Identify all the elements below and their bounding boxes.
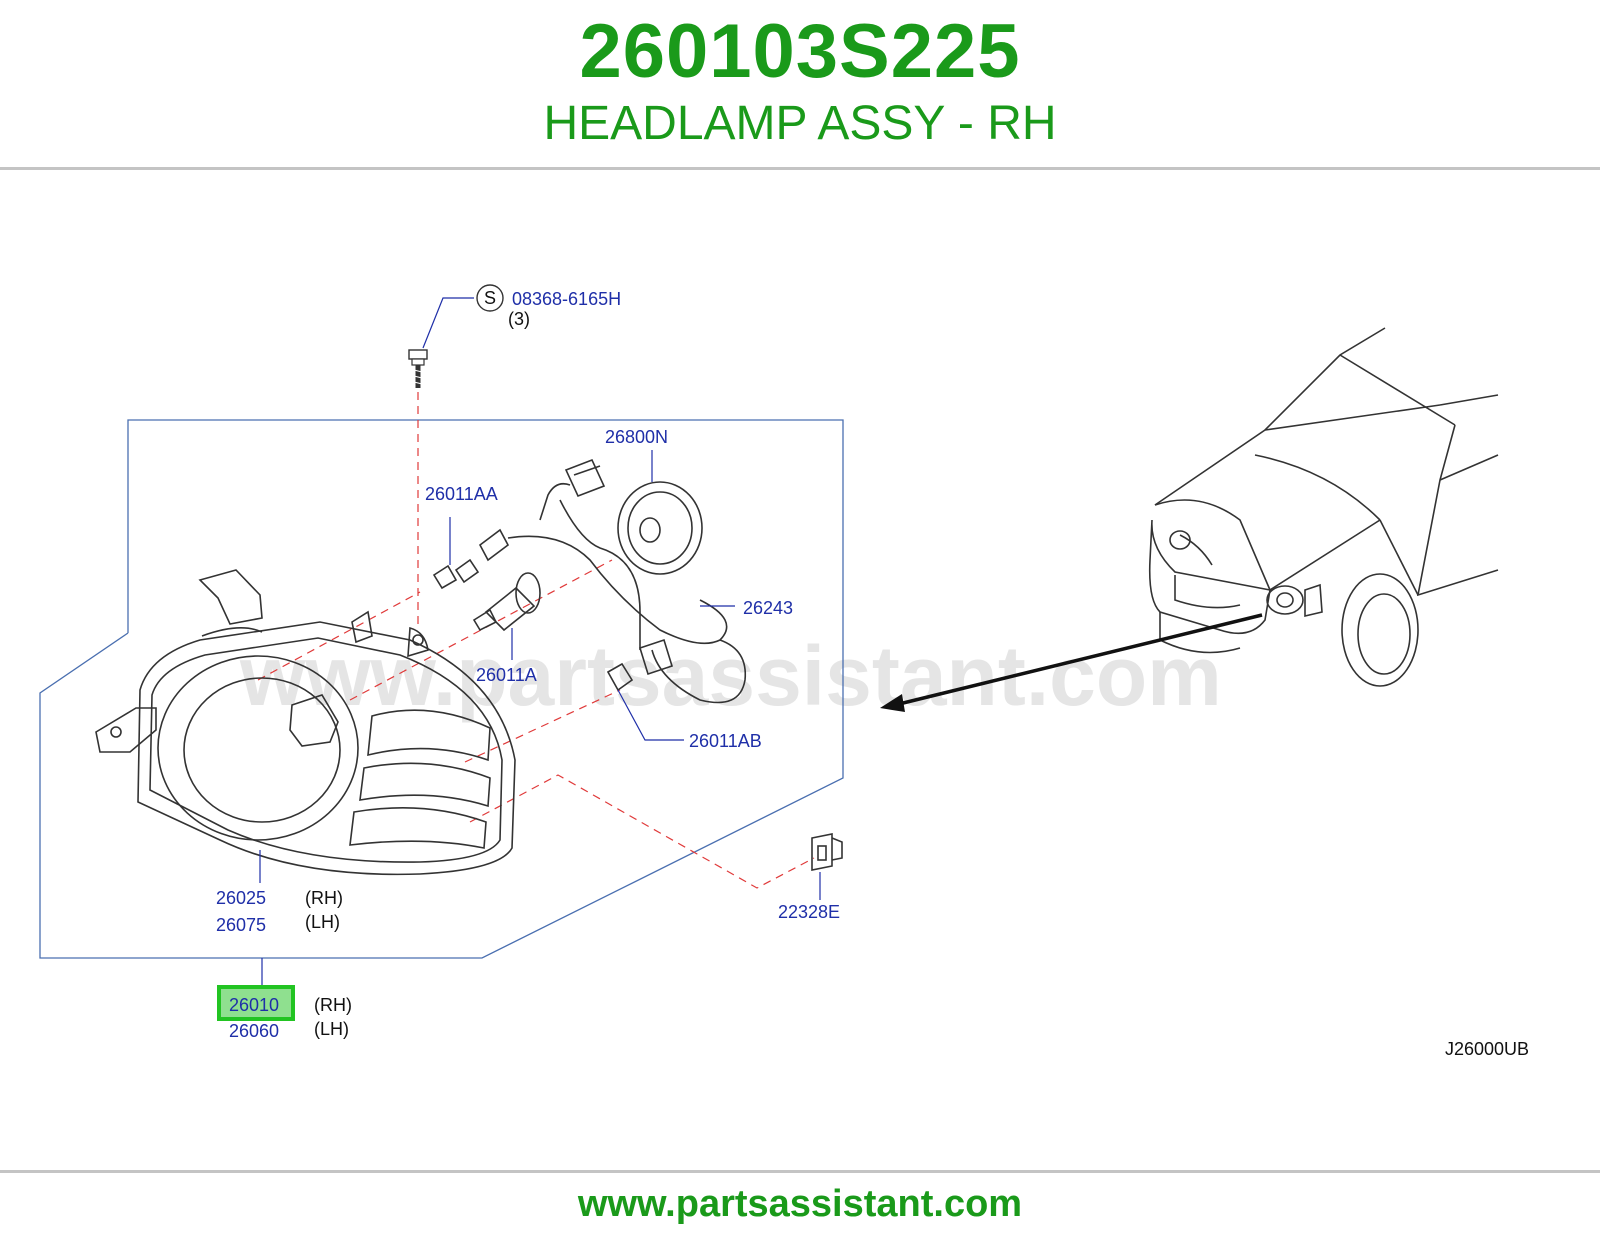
header: 260103S225 HEADLAMP ASSY - RH <box>0 0 1600 170</box>
assembly-boundary <box>39 419 844 959</box>
screw-icon <box>408 349 428 388</box>
side-bulb-icon <box>606 662 634 692</box>
label-26011AA[interactable]: 26011AA <box>425 484 498 504</box>
location-arrow <box>894 613 1263 707</box>
clip-alignment-dashline <box>469 774 815 889</box>
label-26025-side: (RH) <box>305 888 343 908</box>
diagram-code: J26000UB <box>1445 1039 1529 1059</box>
label-26011A[interactable]: 26011A <box>476 665 537 685</box>
label-22328E[interactable]: 22328E <box>778 902 840 922</box>
screw-qty: (3) <box>508 309 530 329</box>
part-name-subtitle: HEADLAMP ASSY - RH <box>543 97 1057 150</box>
header-divider <box>0 167 1600 170</box>
headlamp-bulb-icon <box>472 572 541 632</box>
dust-cap-icon <box>617 481 703 575</box>
headlamp-housing <box>95 569 516 876</box>
footer-url-link[interactable]: www.partsassistant.com <box>577 1183 1023 1225</box>
watermark-text: www.partsassistant.com <box>239 629 1222 723</box>
screw-symbol-circle <box>476 284 504 312</box>
selected-part-highlight <box>217 985 295 1021</box>
leader-26011AB <box>617 689 684 741</box>
screw-symbol: S <box>484 288 496 308</box>
label-26060-side: (LH) <box>314 1019 349 1039</box>
part-number-title: 260103S225 <box>579 9 1021 94</box>
small-bulb-icon <box>432 558 480 590</box>
label-26075-side: (LH) <box>305 912 340 932</box>
wire-harness-icon <box>478 458 747 704</box>
footer-divider <box>0 1170 1600 1173</box>
label-08368-6165H[interactable]: 08368-6165H <box>512 289 621 309</box>
label-26075[interactable]: 26075 <box>216 915 266 935</box>
alignment-dashline-1 <box>257 591 421 681</box>
arrow-head-icon <box>880 694 905 712</box>
label-26011AB[interactable]: 26011AB <box>689 731 762 751</box>
label-26025[interactable]: 26025 <box>216 888 266 908</box>
label-26800N[interactable]: 26800N <box>605 427 668 447</box>
screw-leader <box>422 297 474 349</box>
vehicle-illustration <box>1148 327 1499 687</box>
clip-icon <box>811 833 843 871</box>
label-26060[interactable]: 26060 <box>229 1021 279 1041</box>
label-26243[interactable]: 26243 <box>743 598 793 618</box>
label-26010[interactable]: 26010 <box>229 995 279 1015</box>
alignment-dashline-2 <box>349 559 613 701</box>
label-26010-side: (RH) <box>314 995 352 1015</box>
alignment-dashline-3 <box>464 689 621 763</box>
